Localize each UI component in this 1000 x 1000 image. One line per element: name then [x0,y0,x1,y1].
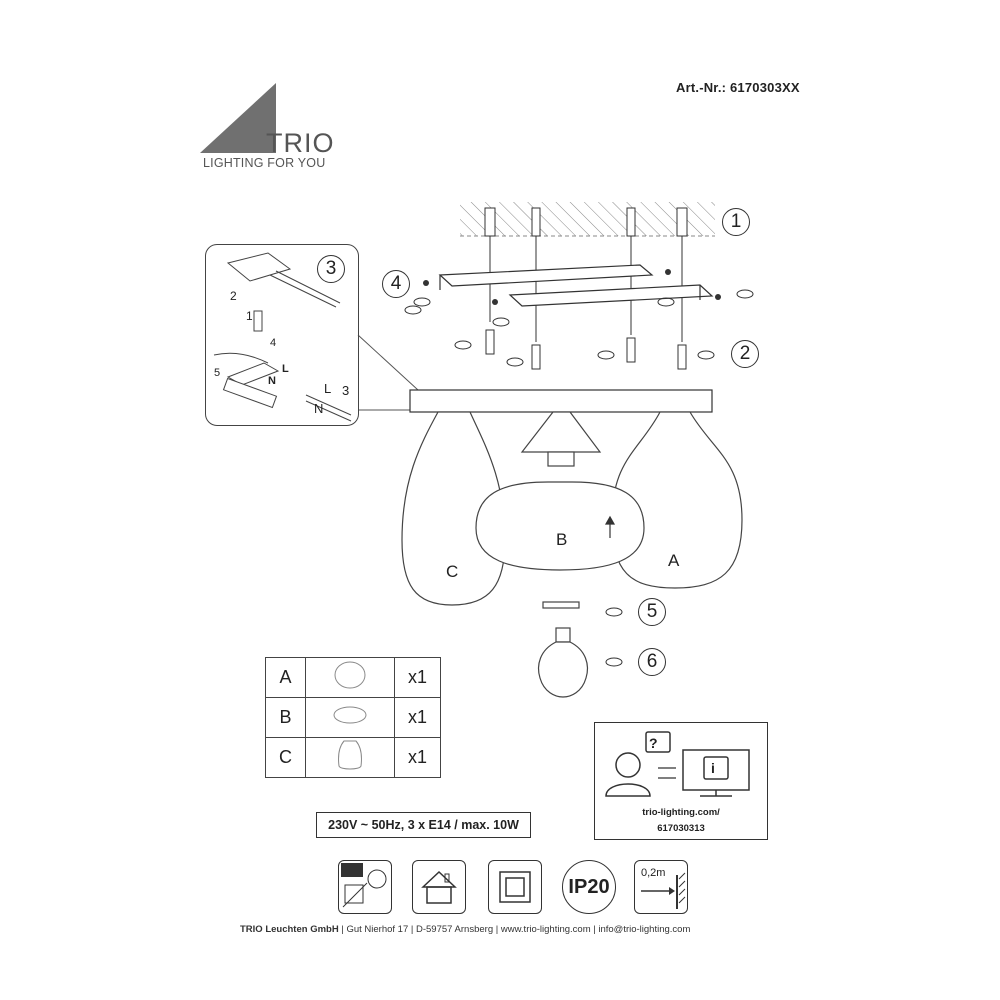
shade-c-thumb-icon [338,740,362,770]
shade-c [401,411,506,606]
ip20-rating-icon: IP20 [562,860,616,914]
shade-b-label: B [556,530,568,549]
rotation-arrows [404,289,754,667]
not-for-insulated-ceiling-icon [338,860,392,914]
shade-a [611,411,743,589]
support-arrows [658,767,676,779]
brand-tagline: LIGHTING FOR YOU [203,156,326,170]
screws [485,329,687,370]
shade-a-thumb-icon [334,661,366,689]
step-4-badge: 4 [382,270,410,298]
part-shape-b [305,697,395,738]
wiring-label-4: 4 [270,337,277,349]
mounting-bracket [438,264,714,307]
indoor-use-icon [412,860,466,914]
parts-table: A x1 B x1 C x1 [265,657,441,778]
ring-nut [542,601,580,609]
callout-lines [357,334,419,411]
wiring-detail-box: 2 1 4 5 N L L N 3 [205,244,359,426]
wiring-illustration [213,252,352,422]
wiring-label-3: 3 [342,383,350,398]
step-5-badge: 5 [638,598,666,626]
part-letter-c: C [265,737,306,778]
step-2-badge: 2 [731,340,759,368]
brand-name: TRIO [266,128,335,158]
part-qty-a: x1 [394,657,441,698]
part-letter-b: B [265,697,306,738]
wiring-label-n-inner: N [268,375,276,387]
shade-c-label: C [446,562,459,581]
part-letter-a: A [265,657,306,698]
bracket-screws [423,269,721,305]
wiring-label-n-outer: N [314,401,324,416]
trio-logo-triangle [200,83,276,153]
ceiling [460,202,715,237]
support-url-line2[interactable]: 617030313 [657,823,705,834]
parts-row-a: A x1 [265,657,441,698]
question-icon: ? [649,735,658,751]
shade-b-arrow [604,515,616,538]
support-box: ? i trio-lighting.com/ 617030313 [594,722,768,840]
step-3-badge: 3 [317,255,345,283]
footer: TRIO Leuchten GmbH | Gut Nierhof 17 | D-… [240,924,691,935]
shade-b-thumb-icon [333,706,367,724]
footer-address2: D-59757 Arnsberg [416,924,494,935]
footer-company: TRIO Leuchten GmbH [240,924,339,935]
info-icon: i [711,760,715,776]
parts-row-b: B x1 [265,697,441,738]
wiring-label-5: 5 [214,367,221,379]
footer-address1: Gut Nierhof 17 [346,924,409,935]
shade-b-socket [520,411,602,467]
wiring-label-1: 1 [246,309,253,323]
step-6-badge: 6 [638,648,666,676]
protection-class-ii-icon [488,860,542,914]
parts-row-c: C x1 [265,737,441,778]
wiring-label-l-inner: L [282,363,289,375]
wiring-label-l-outer: L [324,381,332,396]
shade-a-label: A [668,551,680,570]
wiring-label-2: 2 [230,289,237,303]
footer-website[interactable]: www.trio-lighting.com [500,924,591,935]
part-qty-b: x1 [394,697,441,738]
part-shape-a [305,657,395,698]
part-qty-c: x1 [394,737,441,778]
electrical-spec: 230V ~ 50Hz, 3 x E14 / max. 10W [316,812,531,838]
min-distance-icon: 0,2m [634,860,688,914]
canopy [409,389,713,413]
shade-b [475,481,645,571]
bulb [537,627,589,698]
step-1-badge: 1 [722,208,750,236]
support-icons [605,731,750,797]
footer-email[interactable]: info@trio-lighting.com [598,924,691,935]
support-url-line1[interactable]: trio-lighting.com/ [642,807,720,818]
part-shape-c [305,737,395,778]
article-number: Art.-Nr.: 6170303XX [676,80,800,95]
